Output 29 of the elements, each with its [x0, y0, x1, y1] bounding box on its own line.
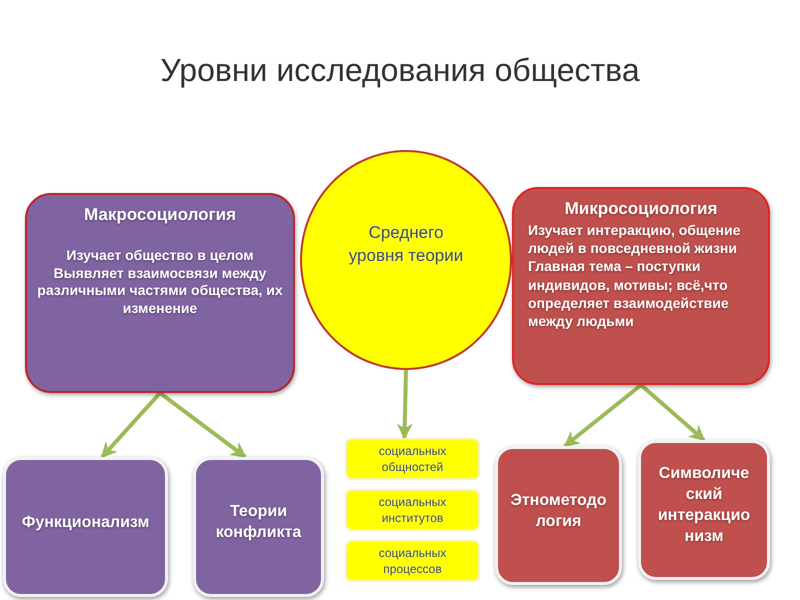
- arrow: [640, 384, 706, 442]
- node-label: Среднего уровня теории: [348, 222, 464, 267]
- box-description: Выявляет взаимосвязи между различными частями общества, их изменение: [36, 264, 284, 317]
- rounded-box: [193, 457, 324, 597]
- node-label: Символиче ский интеракцио низм: [656, 464, 752, 547]
- arrow: [100, 392, 162, 458]
- node-label: социальных институтов: [378, 494, 448, 526]
- node-label: Теории конфликта: [214, 502, 302, 543]
- topic-box: [345, 438, 480, 480]
- node-label: социальных общностей: [378, 442, 448, 476]
- box-description: Изучает общество в целом: [66, 247, 254, 264]
- topic-box: [345, 489, 480, 531]
- arrow: [564, 383, 642, 448]
- box-heading: Микросоциология: [564, 199, 718, 219]
- box-heading: Макросоциология: [84, 205, 236, 225]
- node-label: социальных процессов: [378, 544, 448, 578]
- rounded-box: [495, 446, 622, 585]
- box-description: Главная тема – поступки индивидов, мотивы; всё,что определяет взаимодействие между людьми: [527, 257, 730, 330]
- rounded-box: [638, 440, 770, 580]
- rounded-box: [25, 193, 295, 393]
- arrow: [396, 370, 413, 440]
- arrow: [158, 391, 247, 459]
- rounded-box: [512, 187, 770, 385]
- title: Уровни исследования общества: [160, 52, 640, 89]
- rounded-box: [3, 457, 168, 597]
- node-label: Этнометодо логия: [509, 490, 608, 532]
- topic-box: [345, 540, 480, 582]
- node-label: Функционализм: [22, 512, 150, 533]
- box-description: Изучает интеракцию, общение людей в повседневной жизни: [527, 221, 742, 258]
